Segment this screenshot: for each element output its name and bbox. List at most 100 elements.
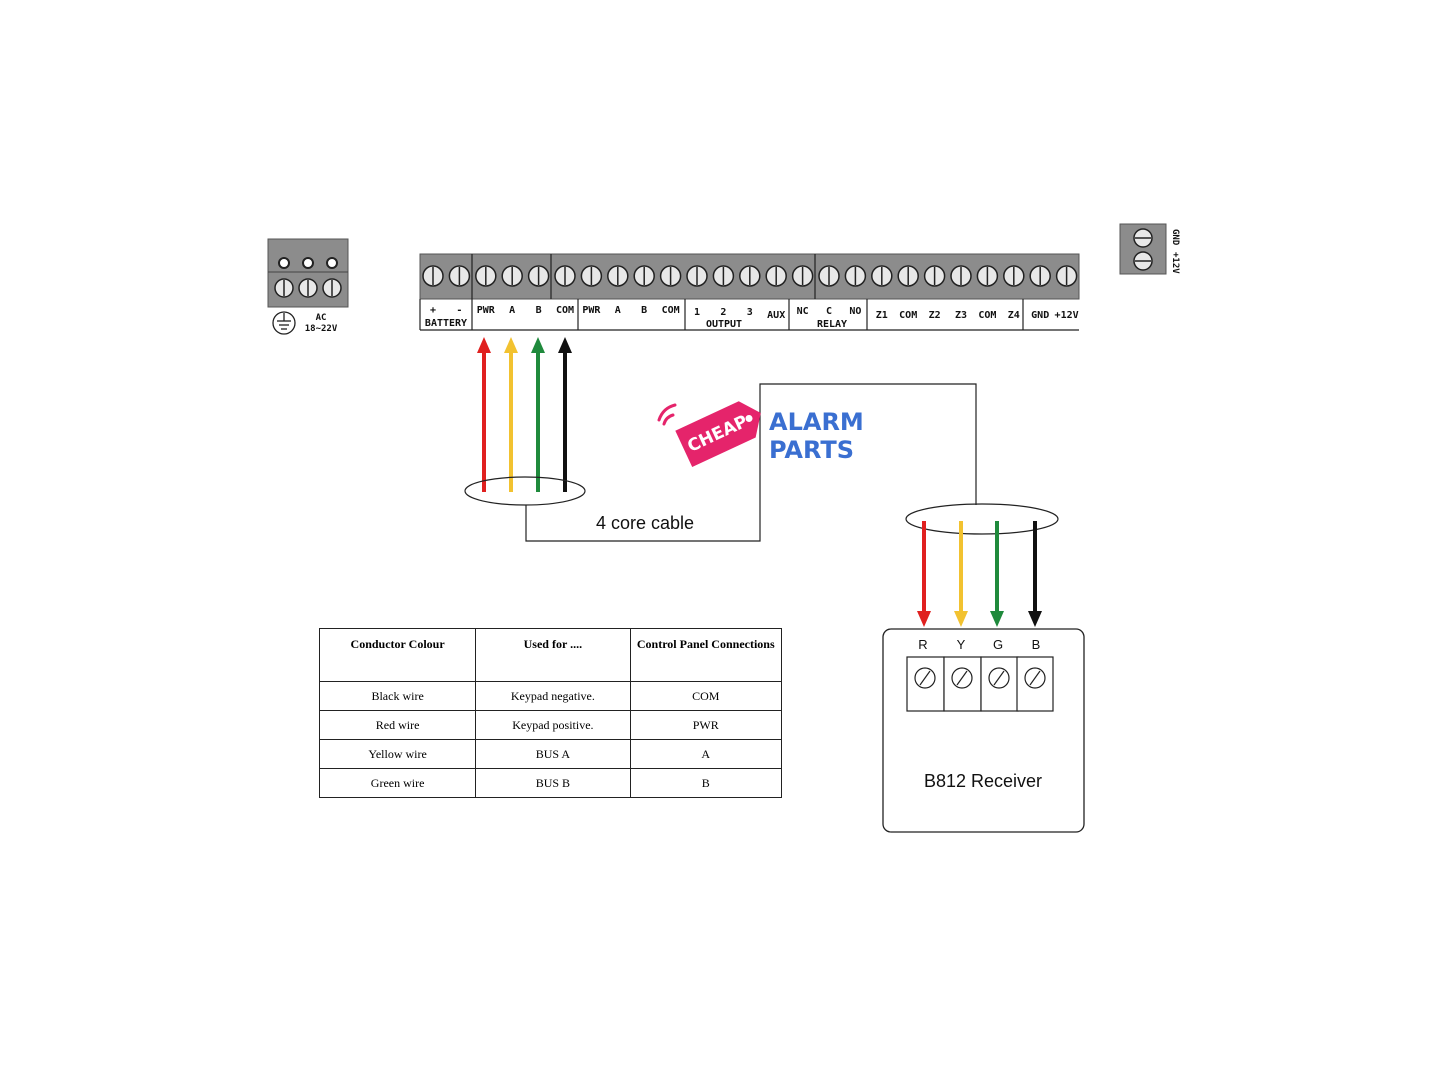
terminal-screw	[765, 265, 787, 287]
terminal-label: Z2	[929, 310, 941, 321]
terminal-label: COM	[978, 310, 996, 321]
terminal-label: Z4	[1008, 310, 1020, 321]
terminal-screw	[659, 265, 682, 287]
cable-route-line	[525, 383, 977, 542]
terminal-screw	[527, 265, 550, 287]
table-cell: Red wire	[318, 710, 477, 740]
receiver-title: B812 Receiver	[924, 771, 1042, 791]
terminal-label: COM	[662, 305, 680, 316]
side-label-gnd: GND	[1170, 229, 1180, 246]
table-cell: Keypad negative.	[475, 681, 631, 711]
red-receiver-wire-arrow	[917, 521, 931, 627]
table-cell: B	[629, 768, 783, 798]
receiver-terminal	[1016, 656, 1054, 712]
ac-terminal-block: AC 18~22V	[267, 238, 349, 335]
receiver-terminal-label: R	[918, 637, 927, 652]
power-output-terminal-block: GND +12V	[1119, 223, 1180, 275]
receiver-terminal	[906, 656, 945, 712]
price-tag-icon: CHEAP	[675, 401, 761, 468]
terminal-screw	[897, 265, 919, 287]
terminal-label: A	[615, 305, 621, 316]
terminal-label: NO	[849, 306, 861, 317]
terminal-screw	[686, 265, 708, 287]
receiver-terminal-label: Y	[957, 637, 966, 652]
terminal-label: +	[430, 305, 436, 316]
terminal-screw	[818, 265, 840, 287]
side-label-12v: +12V	[1170, 252, 1180, 274]
terminal-screw	[475, 265, 497, 287]
terminal-screw	[1055, 265, 1078, 287]
black-wire-arrow	[558, 337, 572, 492]
terminal-label: Z3	[955, 310, 967, 321]
cheap-alarm-parts-logo: CHEAP ALARM PARTS	[657, 401, 864, 468]
terminal-screw	[976, 265, 999, 287]
terminal-screw	[607, 265, 629, 287]
terminal-screw	[633, 265, 655, 287]
terminal-screw	[448, 265, 471, 287]
table-header-connections: Control Panel Connections	[629, 628, 783, 682]
ac-voltage-label: 18~22V	[305, 324, 338, 334]
terminal-label: Z1	[876, 310, 888, 321]
terminal-label: 1	[694, 307, 700, 318]
group-label-output: OUTPUT	[706, 319, 742, 330]
cable-label: 4 core cable	[596, 513, 694, 533]
terminal-screw	[1003, 265, 1025, 287]
terminal-screw	[844, 265, 867, 287]
table-row: Red wire Keypad positive. PWR	[318, 710, 783, 740]
table-cell: Black wire	[318, 681, 477, 711]
table-cell: PWR	[629, 710, 783, 740]
ground-icon	[272, 311, 296, 335]
green-wire-arrow	[531, 337, 545, 492]
receiver-terminal-label: B	[1032, 637, 1041, 652]
terminal-label: B	[641, 305, 647, 316]
yellow-receiver-wire-arrow	[954, 521, 968, 627]
table-row: Black wire Keypad negative. COM	[318, 681, 783, 711]
wifi-signal-icon	[657, 403, 677, 426]
terminal-label: A	[509, 305, 515, 316]
b812-receiver: R Y G B B812 Receiver	[882, 628, 1085, 833]
table-cell: Yellow wire	[318, 739, 477, 769]
terminal-screw	[712, 265, 735, 287]
receiver-terminal-label: G	[993, 637, 1003, 652]
table-cell: BUS A	[475, 739, 631, 769]
terminal-screw	[871, 265, 893, 287]
ac-label: AC	[316, 313, 327, 323]
receiver-terminal	[980, 656, 1019, 712]
terminal-label: GND	[1031, 310, 1049, 321]
terminal-label: PWR	[477, 305, 496, 316]
terminal-label: AUX	[767, 310, 785, 321]
terminal-label: NC	[797, 306, 809, 317]
table-cell: COM	[629, 681, 783, 711]
table-cell: Green wire	[318, 768, 477, 798]
panel-cable-bundle	[464, 476, 586, 506]
table-row: Yellow wire BUS A A	[318, 739, 783, 769]
terminal-screw	[791, 265, 814, 287]
logo-parts-text: PARTS	[769, 436, 854, 464]
receiver-cable-bundle	[905, 503, 1059, 535]
conductor-colour-table: Conductor Colour Used for .... Control P…	[318, 628, 783, 798]
panel-wires	[477, 337, 572, 492]
terminal-label: 3	[747, 307, 753, 318]
terminal-label: +12V	[1055, 310, 1079, 321]
receiver-wires	[917, 521, 1042, 627]
green-receiver-wire-arrow	[990, 521, 1004, 627]
table-cell: Keypad positive.	[475, 710, 631, 740]
terminal-screw	[739, 265, 761, 287]
yellow-wire-arrow	[504, 337, 518, 492]
terminal-screw	[580, 265, 603, 287]
table-row: Green wire BUS B B	[318, 768, 783, 798]
terminal-label: C	[826, 306, 832, 317]
table-header-used-for: Used for ....	[475, 628, 631, 682]
terminal-screw	[950, 265, 972, 287]
logo-alarm-text: ALARM	[769, 408, 864, 436]
terminal-screw	[554, 265, 576, 287]
terminal-label: COM	[556, 305, 574, 316]
receiver-terminal	[943, 656, 982, 712]
red-wire-arrow	[477, 337, 491, 492]
table-cell: A	[629, 739, 783, 769]
group-label-relay: RELAY	[817, 319, 847, 330]
table-header-row: Conductor Colour Used for .... Control P…	[318, 628, 783, 682]
table-cell: BUS B	[475, 768, 631, 798]
